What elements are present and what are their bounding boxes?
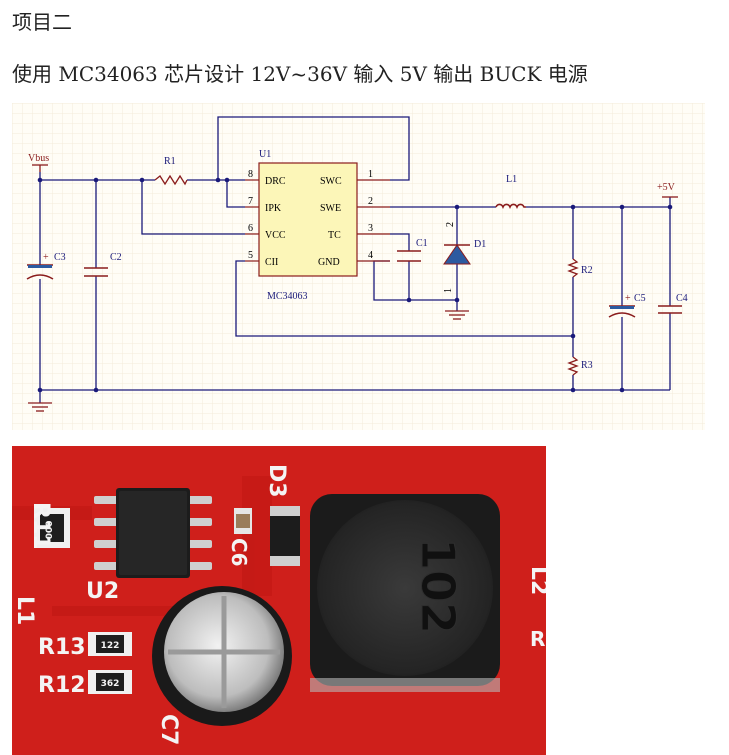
pin-7-name: IPK — [265, 203, 282, 214]
chip-u2 — [94, 488, 212, 578]
r13-code: 122 — [101, 641, 120, 651]
silk-r-partial: R — [530, 627, 545, 651]
pin-2-number: 2 — [368, 196, 373, 207]
silk-r11: R11 — [28, 502, 53, 550]
c2-label: C2 — [110, 252, 122, 263]
pin-6-number: 6 — [248, 223, 253, 234]
capacitor-c3: + C3 — [26, 252, 66, 280]
capacitor-c5: + C5 — [608, 293, 646, 318]
r1-label: R1 — [164, 156, 176, 167]
inductor-marking: 102 — [411, 538, 465, 634]
resistor-r2: R2 — [567, 258, 593, 278]
inductor-l2-part: 102 — [310, 494, 500, 692]
pin-8-number: 8 — [248, 169, 253, 180]
pin-7-number: 7 — [248, 196, 253, 207]
capacitor-c1: C1 — [397, 238, 428, 262]
ground-symbol-diode — [445, 310, 469, 320]
d1-pin2: 2 — [445, 222, 456, 227]
d1-pin1: 1 — [443, 288, 454, 293]
r3-label: R3 — [581, 360, 593, 371]
pin-8-name: DRC — [265, 176, 286, 187]
pin-4-number: 4 — [368, 250, 373, 261]
silk-u2: U2 — [86, 579, 119, 604]
diode-d3-part — [270, 506, 300, 566]
page-subtitle: 使用 MC34063 芯片设计 12V~36V 输入 5V 输出 BUCK 电源 — [12, 62, 588, 86]
resistor-r12-part: 362 — [88, 670, 132, 694]
pin-1-name: SWC — [320, 176, 342, 187]
pin-1-number: 1 — [368, 169, 373, 180]
schematic-junctions — [37, 177, 673, 393]
r12-code: 362 — [101, 679, 120, 689]
r2-label: R2 — [581, 265, 593, 276]
output-port: +5V — [657, 182, 678, 198]
resistor-r3: R3 — [567, 356, 593, 376]
resistor-r11-part: 000 — [34, 508, 70, 548]
c3-label: C3 — [54, 252, 66, 263]
capacitor-c7-part — [152, 586, 292, 726]
svg-text:+: + — [43, 252, 49, 263]
pin-5-name: CII — [265, 257, 278, 268]
capacitor-c6-part — [234, 508, 252, 534]
pin-2-name: SWE — [320, 203, 341, 214]
l1-label: L1 — [506, 174, 517, 185]
u1-name: MC34063 — [267, 291, 308, 302]
schematic-wires — [39, 116, 671, 403]
diode-d1: D1 2 1 — [443, 222, 486, 293]
silk-c6: C6 — [227, 538, 251, 567]
pin-6-name: VCC — [265, 230, 286, 241]
silk-r12: R12 — [38, 673, 86, 698]
silk-r13: R13 — [38, 635, 86, 660]
vbus-port: Vbus — [28, 153, 49, 172]
pin-5-number: 5 — [248, 250, 253, 261]
c4-label: C4 — [676, 293, 688, 304]
pin-4-name: GND — [318, 257, 340, 268]
silk-c7: C7 — [156, 714, 181, 745]
u1-ref: U1 — [259, 149, 271, 160]
d1-label: D1 — [474, 239, 486, 250]
capacitor-c2: C2 — [84, 252, 122, 277]
capacitor-c4: C4 — [658, 293, 688, 314]
ground-symbol-main — [28, 402, 52, 412]
resistor-r1: R1 — [154, 156, 188, 186]
svg-text:+: + — [625, 293, 631, 304]
chip-u1: U1 MC34063 8 DRC 7 IPK 6 VCC 5 CII 1 SWC… — [245, 149, 390, 302]
resistor-r13-part: 122 — [88, 632, 132, 656]
c1-label: C1 — [416, 238, 428, 249]
silk-l1: L1 — [12, 596, 37, 625]
page-heading: 项目二 — [12, 10, 72, 34]
r11-code: 000 — [45, 521, 55, 540]
buck-schematic: Vbus +5V R1 U1 MC34063 8 DRC 7 IPK 6 VCC… — [12, 103, 705, 430]
pcb-photo: 000 122 362 102 R11 U2 L1 D3 C6 R13 — [12, 446, 546, 755]
vbus-label: Vbus — [28, 153, 49, 164]
pin-3-number: 3 — [368, 223, 373, 234]
inductor-l1: L1 — [495, 174, 526, 209]
silk-l2: L2 — [526, 566, 546, 595]
c5-label: C5 — [634, 293, 646, 304]
pin-3-name: TC — [328, 230, 341, 241]
output-label: +5V — [657, 182, 676, 193]
silk-d3: D3 — [264, 464, 289, 498]
